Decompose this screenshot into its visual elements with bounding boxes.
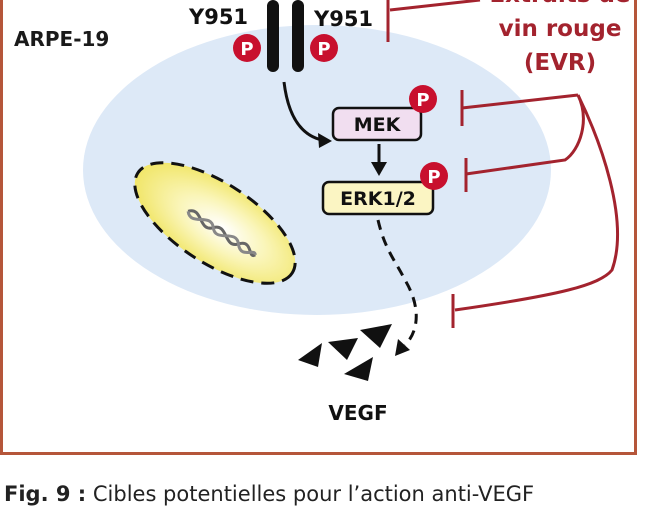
mek-box [331,106,423,142]
receptor [267,0,304,72]
cell-label: ARPE-19 [14,27,109,51]
arrowhead-vegf [395,339,410,356]
figure-caption-text: Cibles potentielles pour l’action anti-V… [86,482,535,506]
inhibitor-label-line3: (EVR) [524,50,596,76]
svg-text:P: P [317,39,330,60]
arrow-receptor-to-mek [282,81,323,142]
arrowhead-erk [371,162,387,176]
dna-icon [186,209,257,258]
receptor-site-left: Y951 [188,5,248,29]
figure-caption-label: Fig. 9 : [4,482,87,506]
svg-text:P: P [240,39,253,60]
svg-text:P: P [416,90,429,111]
diagram-frame [0,0,637,455]
figure-caption: Fig. 9 : Cibles potentielles pour l’acti… [4,482,644,506]
erk-label: ERK1/2 [340,188,416,210]
phospho-badge-receptor-right: P [310,34,338,62]
receptor-site-right: Y951 [313,7,373,31]
erk-box [321,180,435,216]
phospho-badge-mek: P [409,85,437,113]
inhibitor-label-line2: vin rouge [499,16,622,42]
inhibition-lines [386,0,620,328]
inhibitor-label-line1: Extraits de [489,0,630,8]
vegf-label: VEGF [328,401,387,425]
vegf-molecules [298,324,392,381]
phospho-badge-erk: P [420,162,448,190]
signaling-diagram: ARPE-19 Y951 Y951 P P MEK P ERK1/2 P [14,0,631,425]
phospho-badge-receptor-left: P [233,34,261,62]
mek-label: MEK [354,114,402,136]
arrow-erk-to-vegf [376,219,418,347]
svg-text:P: P [427,167,440,188]
arrowhead-mek [318,133,332,148]
